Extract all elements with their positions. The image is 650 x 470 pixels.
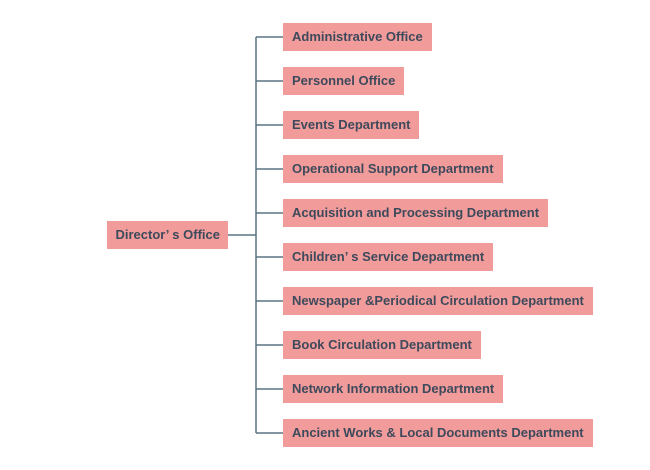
department-node: Book Circulation Department — [283, 331, 481, 359]
department-node: Operational Support Department — [283, 155, 503, 183]
department-node: Ancient Works & Local Documents Departme… — [283, 419, 593, 447]
department-node: Personnel Office — [283, 67, 405, 95]
department-node: Acquisition and Processing Department — [283, 199, 549, 227]
department-node: Newspaper &Periodical Circulation Depart… — [283, 287, 593, 315]
root-node-directors-office: Director’ s Office — [107, 221, 228, 249]
department-node: Network Information Department — [283, 375, 504, 403]
department-node: Events Department — [283, 111, 420, 139]
department-node: Children’ s Service Department — [283, 243, 494, 271]
department-node: Administrative Office — [283, 23, 432, 51]
